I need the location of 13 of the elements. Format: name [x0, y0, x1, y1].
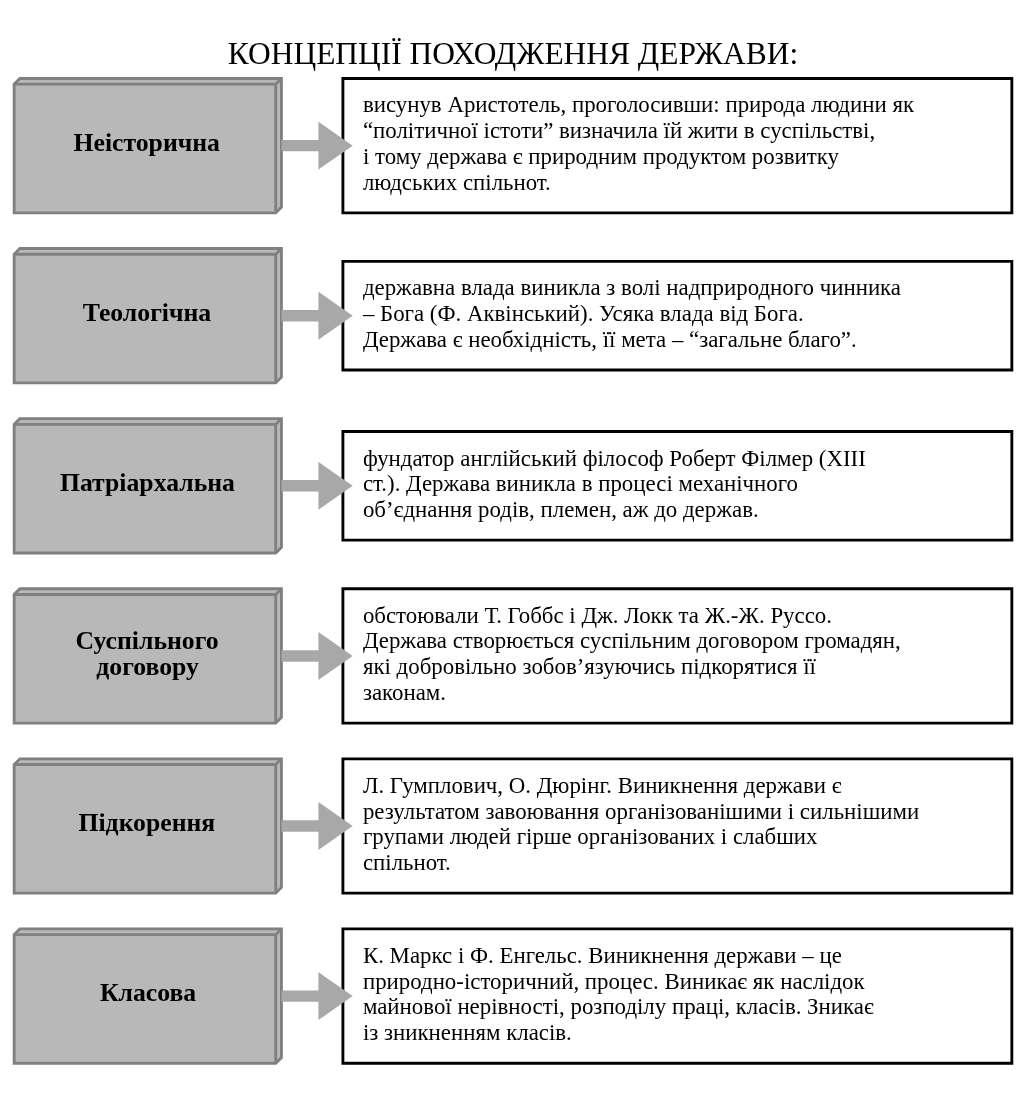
node-box: Л. Гумплович, О. Дюрінг. Виникнення держави є результатом завоювання організованішими і сильнішими групами людей гірше організованих і слабших спільнот.	[341, 756, 1014, 895]
diagram-title: КОНЦЕПЦІЇ ПОХОДЖЕННЯ ДЕРЖАВИ:	[227, 35, 799, 71]
arrow	[281, 121, 353, 170]
arrow	[281, 801, 353, 850]
node-box: висунув Аристотель, проголосивши: природа людини як “політичної істоти” визначила їй жити в суспільстві, і тому держава є природним продуктом розвитку людських спільнот.	[341, 76, 1014, 214]
arrow	[281, 631, 353, 680]
arrow	[281, 971, 353, 1020]
arrow	[281, 461, 353, 510]
node-box: державна влада виникла з волі надприродного чинника – Бога (Ф. Аквінський). Усяка влада від Бога. Держава є необхідність, її мета – “загальне благо”.	[341, 259, 1014, 371]
node-box: К. Маркс і Ф. Енгельс. Виникнення держави – це природно-історичний, процес. Виникає як наслідок майнової нерівності, розподілу праці, класів. Зникає із зникненням класів.	[341, 927, 1014, 1065]
arrow	[281, 291, 353, 340]
node-box: фундатор англійський філософ Роберт Філмер (XIII ст.). Держава виникла в процесі механічного об’єднання родів, племен, аж до держав.	[341, 429, 1014, 542]
node-box: обстоювали Т. Гоббс і Дж. Локк та Ж.-Ж. Руссо. Держава створюється суспільним договором громадян, які добровільно зобов’язуючись підкорятися її законам.	[341, 586, 1014, 725]
